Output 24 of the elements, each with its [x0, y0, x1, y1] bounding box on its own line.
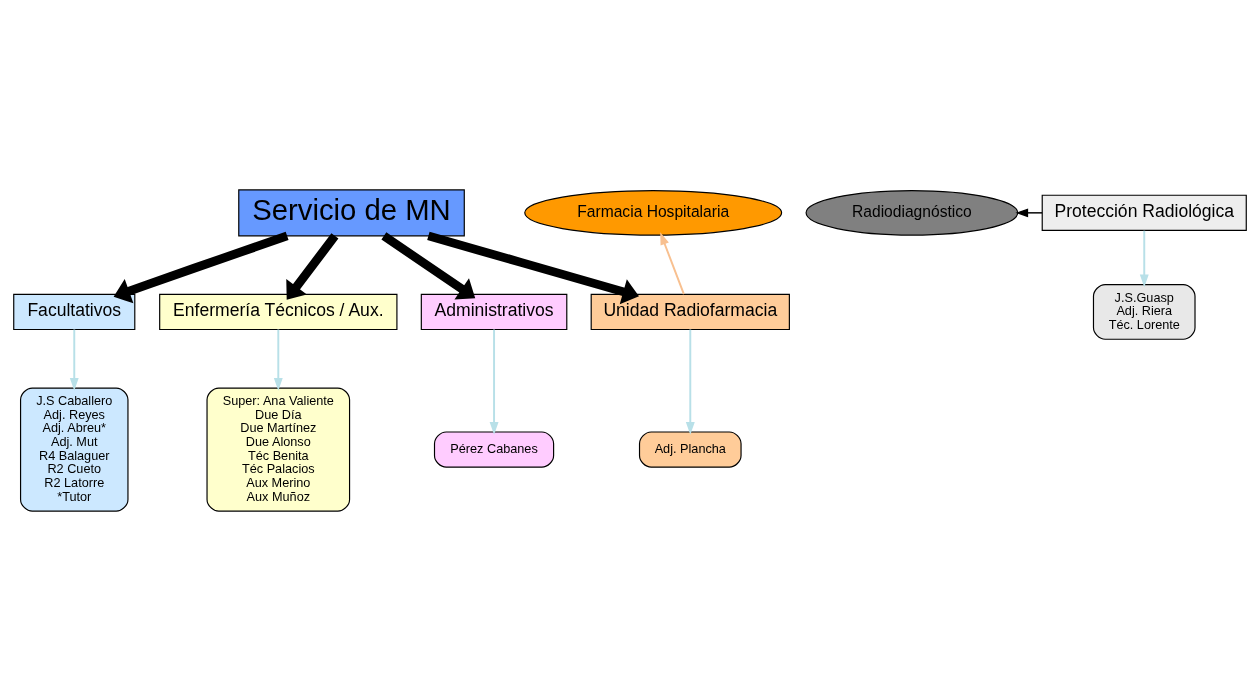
node-box: Servicio de MN: [238, 188, 465, 236]
arrow: [69, 328, 79, 391]
node-box: J.S Caballero Adj. Reyes Adj. Abreu* Adj. Mut R4 Balaguer R2 Cueto R2 Latorre *Tutor: [20, 387, 129, 512]
node-box: Unidad Radiofarmacia: [590, 293, 790, 330]
node-box: Administrativos: [420, 293, 568, 330]
arrow: [685, 328, 695, 435]
arrow: [427, 231, 639, 304]
arrow: [1139, 229, 1149, 287]
arrow: [1015, 207, 1043, 217]
node-box: J.S.Guasp Adj. Riera Téc. Lorente: [1092, 283, 1196, 340]
arrow: [273, 328, 283, 391]
arrow: [113, 231, 289, 303]
arrow: [286, 232, 339, 300]
node-box: Pérez Cabanes: [433, 430, 555, 468]
node-ellipse: Farmacia Hospitalaria: [524, 189, 783, 236]
node-box: Enfermería Técnicos / Aux.: [159, 293, 398, 330]
arrow: [660, 231, 685, 295]
node-box: Protección Radiológica: [1041, 194, 1247, 231]
arrow: [381, 231, 476, 300]
node-box: Super: Ana Valiente Due Día Due Martínez Due Alonso Téc Benita Téc Palacios Aux Merino Aux Muñoz: [206, 387, 351, 512]
node-box: Facultativos: [13, 293, 136, 330]
node-box: Adj. Plancha: [638, 430, 742, 468]
arrow: [489, 328, 499, 435]
node-ellipse: Radiodiagnóstico: [805, 189, 1019, 236]
